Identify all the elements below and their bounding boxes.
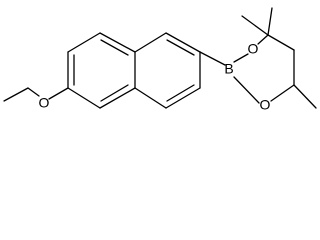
methyl-bond (241, 15, 269, 36)
ring-bond-ch-o (270, 84, 295, 102)
methyl-bond (293, 84, 317, 109)
ring-bond (134, 87, 167, 109)
ring-bond (165, 87, 201, 109)
atom-label-boron: B (224, 61, 233, 77)
ring-bond (99, 32, 136, 53)
ring-bond (134, 32, 167, 53)
ring-bond-o-b (233, 76, 260, 104)
aryl-boron-bond (199, 51, 226, 66)
ring-bond (67, 32, 101, 53)
molecule-structure: O B O O (3, 7, 317, 113)
ring-bond (165, 32, 201, 53)
bonds (3, 7, 317, 109)
atom-label-ring-oxygen-top: O (248, 41, 259, 57)
methyl-bond (3, 87, 29, 102)
double-bond-inner (100, 39, 129, 56)
double-bond-inner (166, 84, 195, 102)
methoxy-o-bond-right (48, 87, 69, 100)
methyl-bond (267, 7, 273, 36)
ring-bond (99, 87, 136, 109)
methoxy-o-bond-left (27, 87, 40, 97)
ring-bond-c-ch2 (267, 34, 295, 51)
ring-bond-o-c (257, 34, 269, 45)
atom-labels: O B O O (39, 41, 271, 113)
double-bond-inner (166, 39, 195, 56)
ring-bond (67, 87, 101, 109)
atom-label-methoxy-oxygen: O (39, 95, 50, 111)
double-bond-inner (100, 84, 129, 102)
ring-bond-b-o (233, 53, 249, 63)
atom-label-ring-oxygen-bottom: O (260, 97, 271, 113)
